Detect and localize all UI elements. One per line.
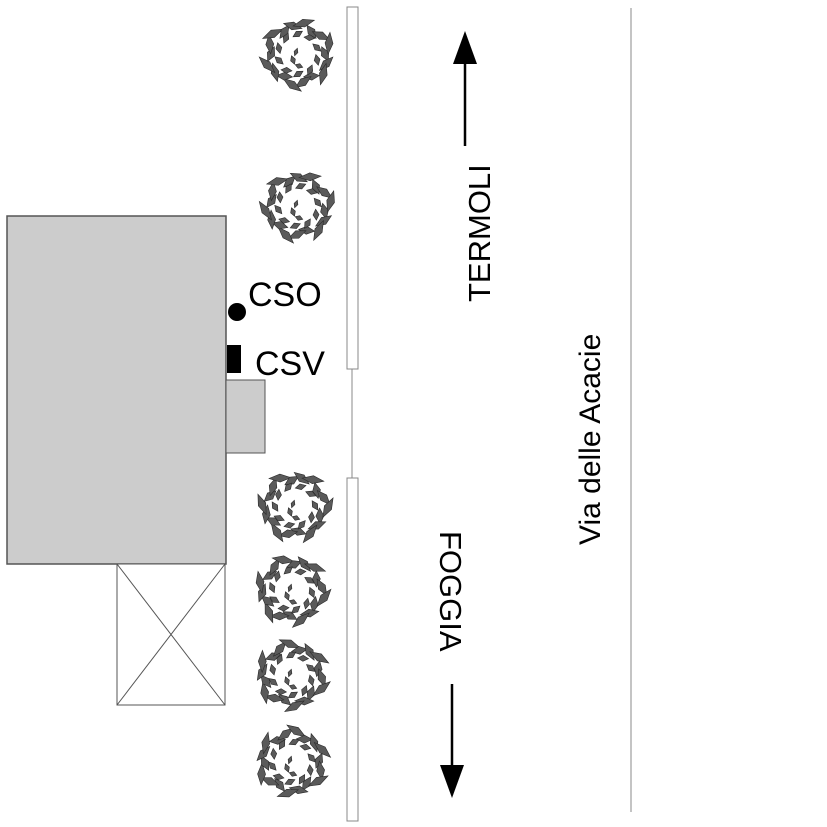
cso-label: CSO — [248, 276, 322, 314]
fence-segment-south — [346, 477, 359, 822]
shrub-icon — [258, 18, 334, 92]
building-annex — [225, 379, 266, 454]
square-marker-icon — [227, 345, 241, 373]
termoli-label: TERMOLI — [462, 164, 497, 302]
street-label: Via delle Acacie — [574, 334, 607, 545]
shrubs — [255, 18, 335, 798]
shrub-icon — [256, 724, 332, 798]
foggia-label: FOGGIA — [433, 531, 468, 652]
arrow-down-icon — [440, 684, 464, 798]
arrow-up-icon — [453, 31, 477, 146]
fence-segment-north — [346, 6, 359, 370]
crossed-area — [116, 563, 226, 706]
building — [6, 215, 227, 565]
shrub-icon — [256, 639, 331, 713]
csv-label: CSV — [255, 345, 325, 383]
shrub-icon — [255, 555, 332, 628]
fence — [346, 6, 359, 822]
shrub-icon — [258, 172, 335, 244]
circle-marker-icon — [228, 303, 246, 321]
shrub-icon — [257, 471, 334, 544]
